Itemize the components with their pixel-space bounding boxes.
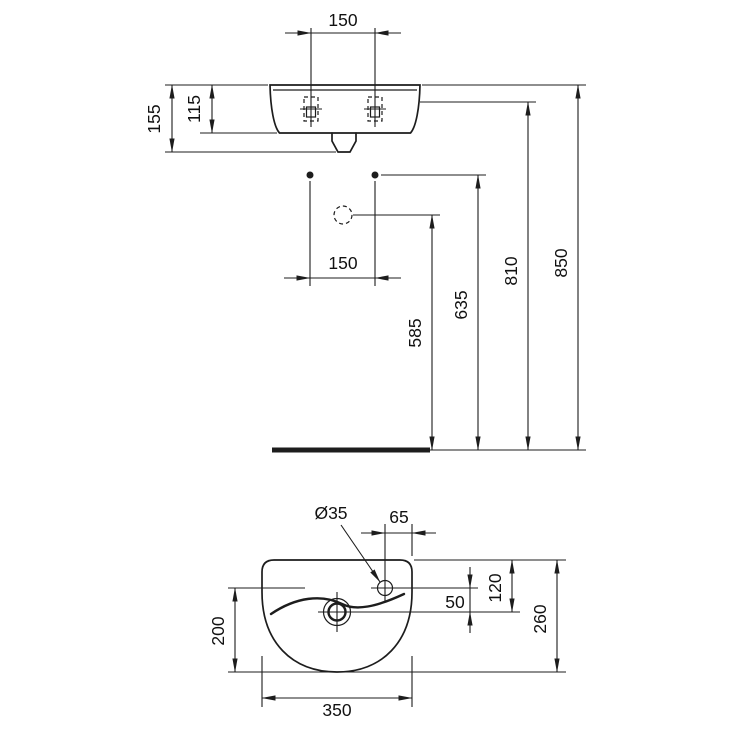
dim-label-rim-height: 850 bbox=[551, 248, 571, 277]
dim-width: 350 bbox=[261, 656, 413, 720]
dim-label-underside-height: 810 bbox=[501, 256, 521, 285]
tap-hole-plan bbox=[371, 524, 478, 602]
drain-plan bbox=[318, 592, 520, 632]
dim-label-tap-spacing: 150 bbox=[328, 10, 357, 30]
tap-hole-right-icon bbox=[367, 96, 383, 122]
dim-tap-from-edge: 65 bbox=[361, 507, 436, 556]
dim-depth: 260 bbox=[228, 559, 566, 673]
tap-holes-front bbox=[300, 28, 386, 127]
fixing-hole-left-icon bbox=[306, 171, 314, 179]
drain-inner-icon bbox=[327, 602, 347, 622]
fixing-hole-right-icon bbox=[371, 171, 379, 179]
dim-label-tap-to-drain: 50 bbox=[445, 592, 465, 612]
dim-drain-from-back: 120 bbox=[414, 559, 566, 613]
waste-trap-outline bbox=[331, 132, 357, 153]
waste-outlet-icon bbox=[333, 205, 353, 225]
wall-fixing-points bbox=[306, 171, 379, 225]
dim-heights-left: 155 115 bbox=[144, 84, 336, 153]
dim-label-drain-from-back: 120 bbox=[485, 573, 505, 602]
front-elevation-view: 150 155 115 150 bbox=[144, 10, 586, 453]
dim-label-depth: 260 bbox=[530, 604, 550, 633]
dim-label-width: 350 bbox=[322, 700, 351, 720]
basin-front-outline bbox=[269, 84, 421, 153]
dim-label-height-body: 115 bbox=[184, 95, 204, 123]
drain-outer-icon bbox=[322, 597, 352, 627]
dim-label-front-to-tap: 200 bbox=[208, 616, 228, 645]
dim-label-fixing-height: 635 bbox=[451, 290, 471, 319]
dim-front-to-tap: 200 bbox=[208, 587, 305, 673]
dim-tap-spacing: 150 bbox=[285, 10, 401, 36]
dim-label-fixing-spacing: 150 bbox=[328, 253, 357, 273]
dim-label-tap-diameter: Ø35 bbox=[314, 503, 347, 523]
tap-hole-icon bbox=[376, 579, 394, 597]
plan-view: Ø35 65 120 50 260 bbox=[208, 503, 566, 720]
dim-label-waste-height: 585 bbox=[405, 318, 425, 347]
dim-fixing-spacing: 150 bbox=[284, 181, 401, 286]
dim-tap-diameter: Ø35 bbox=[314, 503, 381, 583]
tap-hole-left-icon bbox=[303, 96, 319, 122]
dim-label-height-total: 155 bbox=[144, 104, 164, 133]
dim-label-tap-from-edge: 65 bbox=[389, 507, 408, 527]
dim-heights-right: 585 635 810 850 bbox=[353, 84, 586, 451]
dim-tap-to-drain: 50 bbox=[445, 567, 473, 633]
